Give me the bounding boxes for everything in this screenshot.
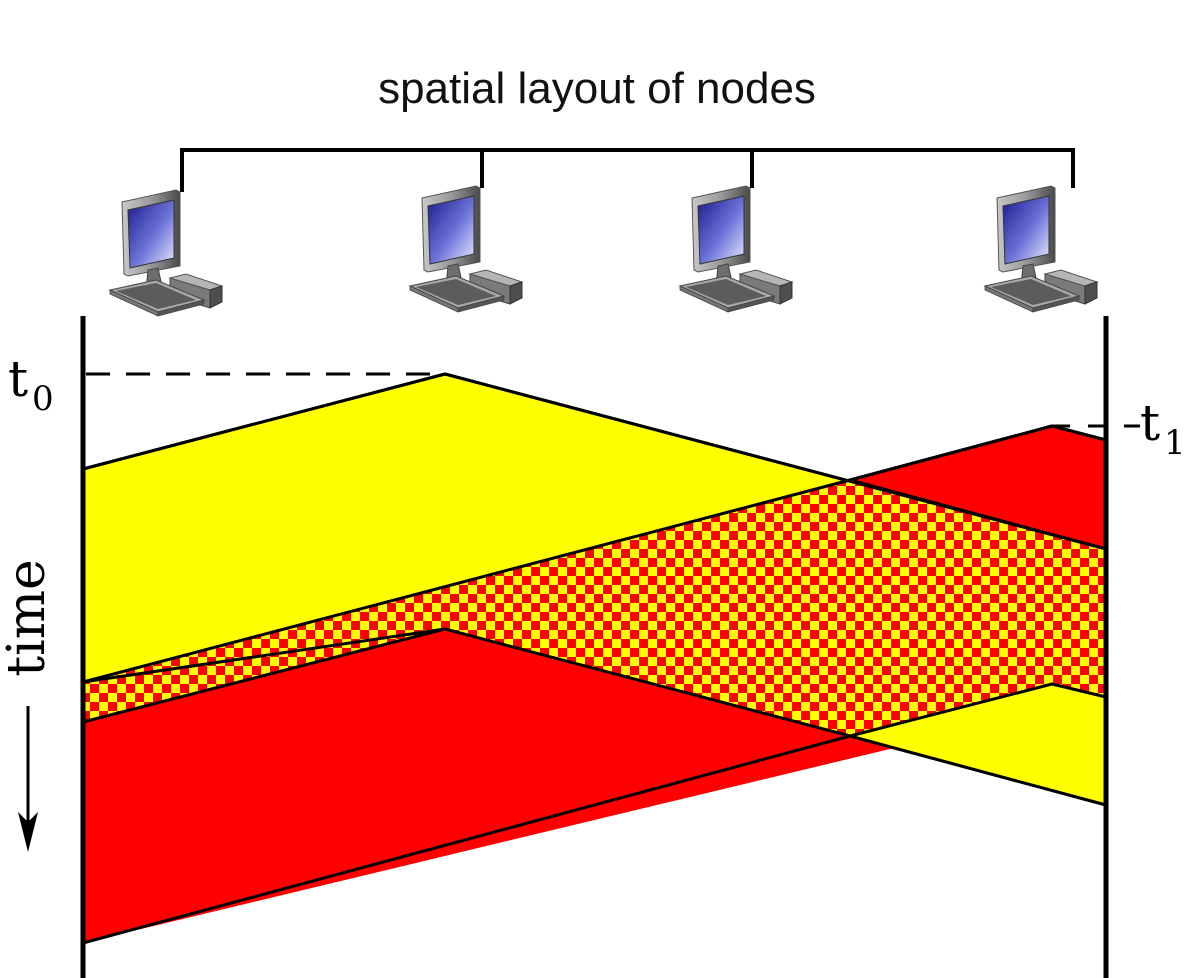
node-1-computer-icon: [109, 189, 223, 317]
wavefront-lines: [82, 372, 1107, 945]
node-4-computer-icon: [984, 185, 1098, 313]
yellow-lower-right-region: [850, 684, 1106, 805]
network-bus: [180, 148, 1075, 192]
svg-text:1: 1: [1164, 423, 1185, 463]
t0-label: t 0: [8, 350, 54, 419]
red-lower-region: [83, 629, 850, 943]
node-3-computer-icon: [679, 185, 793, 313]
time-arrow-icon: [18, 706, 38, 852]
svg-text:0: 0: [32, 379, 54, 419]
time-axis-label: time: [0, 559, 57, 677]
t1-label: t 1: [1140, 394, 1185, 463]
svg-text:t: t: [8, 350, 28, 408]
diagram-title: spatial layout of nodes: [378, 64, 816, 113]
collision-region: [83, 480, 1106, 736]
node-2-computer-icon: [409, 185, 523, 313]
svg-text:t: t: [1140, 394, 1160, 452]
